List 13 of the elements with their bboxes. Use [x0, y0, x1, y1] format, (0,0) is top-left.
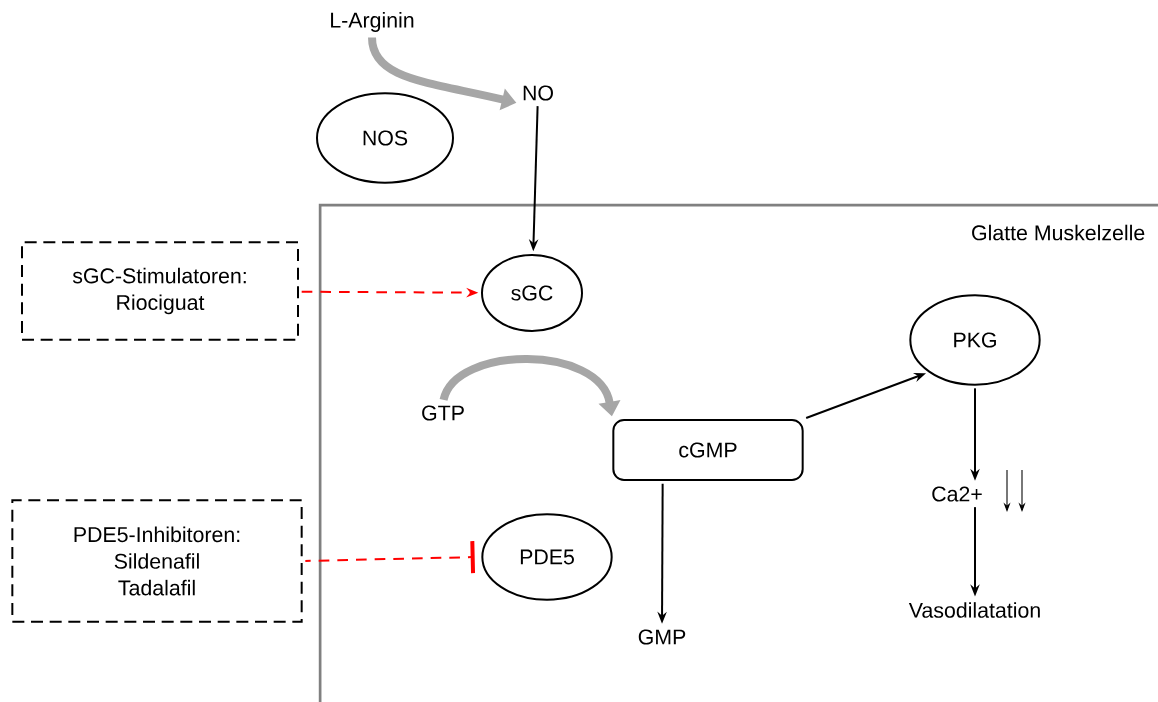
- drug-box: sGC-Stimulatoren: Riociguat: [21, 241, 299, 341]
- node-label: L-Arginin: [331, 12, 414, 32]
- node-label: GTP: [422, 405, 464, 421]
- ellipse-node: PKG: [909, 294, 1041, 386]
- drug-box: PDE5-Inhibitoren: Sildenafil Tadalafil: [11, 499, 303, 623]
- node-label: GMP: [638, 629, 686, 645]
- process-box: cGMP: [612, 419, 804, 481]
- node-label: Vasodilatation: [908, 602, 1040, 618]
- ellipse-node: NOS: [316, 92, 454, 184]
- ellipse-node: PDE5: [481, 513, 613, 601]
- node-label: Ca2+: [932, 486, 982, 502]
- node-label: NO: [523, 85, 553, 101]
- ellipse-node: sGC: [481, 254, 583, 332]
